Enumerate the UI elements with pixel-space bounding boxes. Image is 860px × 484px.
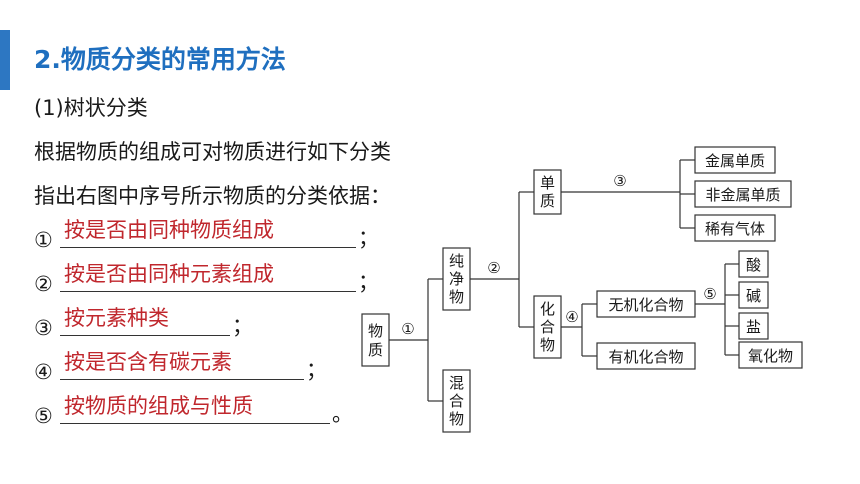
marker-5: ⑤ [703,285,716,303]
marker-4: ④ [565,308,578,326]
oxide-label: 氧化物 [748,347,793,365]
node-element [533,169,562,215]
answer-text: 按是否含有碳元素 [64,350,232,374]
answer-blank [60,291,356,292]
node-nonmetal [694,180,792,208]
answer-text: 按元素种类 [64,306,169,330]
answer-blank [60,423,330,424]
acid-label: 酸 [746,256,761,274]
nonmetal-label: 非金属单质 [705,186,780,204]
pure-label: 纯净物 [449,252,464,306]
marker-1: ① [401,320,414,338]
node-base [738,281,769,309]
answer-blank [60,247,356,248]
answer-number: ① [34,228,53,252]
node-salt [738,312,769,340]
answer-punct: 。 [332,402,353,426]
intro-text: 根据物质的组成可对物质进行如下分类 [34,140,391,164]
accent-bar [0,30,10,90]
answer-blank [60,379,304,380]
mixture-label: 混合物 [449,374,464,428]
answer-punct: ； [306,358,327,382]
instruction-text: 指出右图中序号所示物质的分类依据： [34,184,391,208]
organic-label: 有机化合物 [608,348,683,366]
noble-label: 稀有气体 [705,220,765,238]
base-label: 碱 [746,287,761,305]
answer-number: ④ [34,360,53,384]
answer-number: ③ [34,316,53,340]
marker-2: ② [487,259,500,277]
answer-number: ② [34,272,53,296]
element-label: 单质 [540,174,555,210]
answer-text: 按物质的组成与性质 [64,394,253,418]
node-compound [533,295,562,359]
salt-label: 盐 [746,318,761,336]
node-root [361,313,390,367]
subheading: (1)树状分类 [34,96,148,120]
answer-text: 按是否由同种物质组成 [64,218,274,242]
answer-text: 按是否由同种元素组成 [64,262,274,286]
answer-punct: ； [358,270,379,294]
answer-blank [60,335,230,336]
section-title: 2.物质分类的常用方法 [34,45,286,74]
node-metal [694,146,776,174]
marker-3: ③ [613,172,626,190]
answer-punct: ； [232,314,253,338]
answer-punct: ； [358,226,379,250]
node-organic [596,342,696,370]
inorganic-label: 无机化合物 [608,296,683,314]
metal-label: 金属单质 [705,152,765,170]
root-label: 物质 [368,322,383,359]
compound-label: 化合物 [540,300,555,354]
answer-number: ⑤ [34,404,53,428]
node-oxide [738,341,803,369]
